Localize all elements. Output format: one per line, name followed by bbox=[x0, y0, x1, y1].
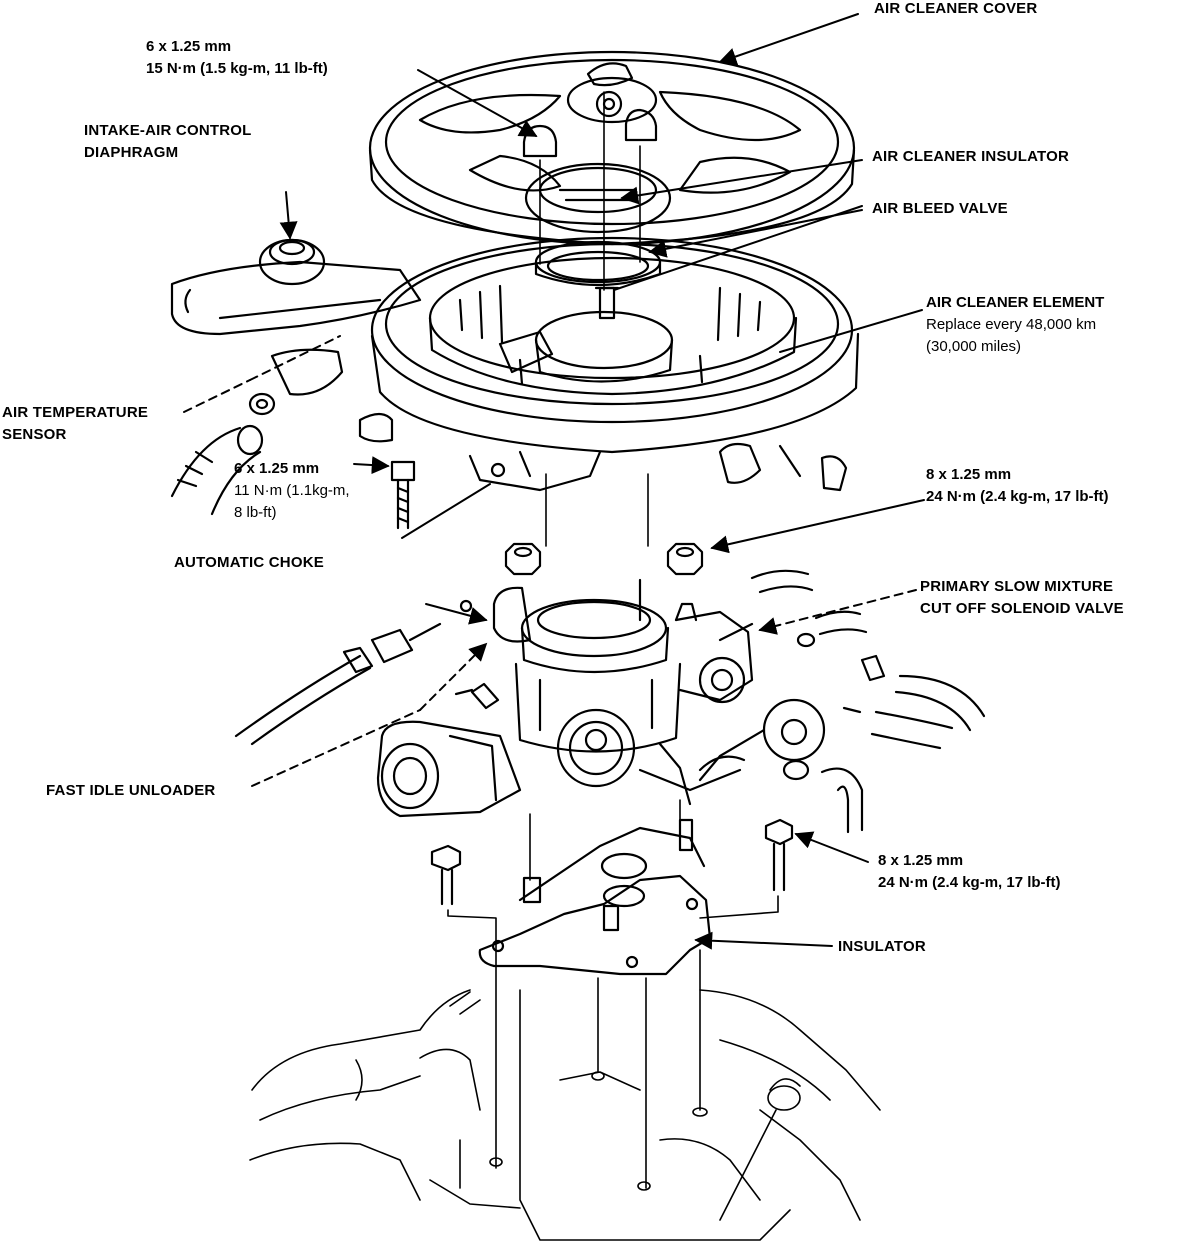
label-intake-air-control-diaphragm: INTAKE-AIR CONTROL DIAPHRAGM bbox=[84, 120, 251, 164]
nut-right-torque: 24 N·m (2.4 kg-m, 17 lb-ft) bbox=[926, 488, 1109, 505]
label-bolt-top-spec: 6 x 1.25 mm 15 N·m (1.5 kg-m, 11 lb-ft) bbox=[146, 36, 328, 80]
label-air-cleaner-element: AIR CLEANER ELEMENT Replace every 48,000… bbox=[926, 292, 1104, 358]
label-bolt-mid-spec: 6 x 1.25 mm 11 N·m (1.1kg-m, 8 lb-ft) bbox=[234, 458, 350, 524]
bolt-low-torque: 24 N·m (2.4 kg-m, 17 lb-ft) bbox=[878, 874, 1061, 891]
label-bolt-low-spec: 8 x 1.25 mm 24 N·m (2.4 kg-m, 17 lb-ft) bbox=[878, 850, 1061, 894]
hose-left bbox=[170, 392, 276, 516]
label-primary-slow-mixture: PRIMARY SLOW MIXTURE CUT OFF SOLENOID VA… bbox=[920, 576, 1124, 620]
bolts-lower bbox=[430, 818, 794, 906]
bolt-mid-size: 6 x 1.25 mm bbox=[234, 460, 320, 477]
label-insulator: INSULATOR bbox=[838, 938, 926, 955]
bolt-low-size: 8 x 1.25 mm bbox=[878, 852, 964, 869]
label-air-cleaner-insulator: AIR CLEANER INSULATOR bbox=[872, 148, 1069, 165]
label-automatic-choke: AUTOMATIC CHOKE bbox=[174, 554, 324, 571]
nut-right-size: 8 x 1.25 mm bbox=[926, 466, 1012, 483]
air-temp-sensor-line1: AIR TEMPERATURE bbox=[2, 404, 149, 421]
label-fast-idle-unloader: FAST IDLE UNLOADER bbox=[46, 782, 216, 799]
intake-manifold bbox=[249, 989, 881, 1241]
label-nut-right-spec: 8 x 1.25 mm 24 N·m (2.4 kg-m, 17 lb-ft) bbox=[926, 464, 1109, 508]
air-cleaner-housing bbox=[170, 236, 860, 492]
intake-air-control-line1: INTAKE-AIR CONTROL bbox=[84, 122, 252, 139]
label-air-cleaner-cover: AIR CLEANER COVER bbox=[874, 0, 1038, 17]
label-air-temperature-sensor: AIR TEMPERATURE SENSOR bbox=[2, 402, 148, 446]
label-air-bleed-valve: AIR BLEED VALVE bbox=[872, 200, 1008, 217]
primary-slow-line2: CUT OFF SOLENOID VALVE bbox=[920, 600, 1124, 617]
choke-cable bbox=[234, 599, 473, 746]
air-cleaner-cover bbox=[368, 50, 856, 246]
bolt-mid-torque-line2: 8 lb-ft) bbox=[234, 504, 277, 521]
bolt-mid-torque-line1: 11 N·m (1.1kg-m, bbox=[234, 482, 350, 499]
intake-air-control-line2: DIAPHRAGM bbox=[84, 144, 179, 161]
carburetor-body bbox=[376, 578, 862, 818]
carb-insulator bbox=[478, 818, 712, 976]
hoses-right bbox=[750, 569, 986, 834]
element-replace-miles: (30,000 miles) bbox=[926, 338, 1022, 355]
air-cleaner-insulator bbox=[534, 240, 662, 287]
air-cleaner-element-title: AIR CLEANER ELEMENT bbox=[926, 294, 1105, 311]
primary-slow-line1: PRIMARY SLOW MIXTURE bbox=[920, 578, 1114, 595]
centerlines bbox=[447, 91, 779, 1189]
leader-lines bbox=[183, 13, 925, 950]
bolt-top-size: 6 x 1.25 mm bbox=[146, 38, 232, 55]
air-temp-sensor-line2: SENSOR bbox=[2, 426, 67, 443]
bolt-mid bbox=[390, 460, 416, 530]
element-replace-interval: Replace every 48,000 km bbox=[926, 316, 1097, 333]
bolt-top-torque: 15 N·m (1.5 kg-m, 11 lb-ft) bbox=[146, 60, 328, 77]
carb-nuts bbox=[504, 542, 704, 576]
